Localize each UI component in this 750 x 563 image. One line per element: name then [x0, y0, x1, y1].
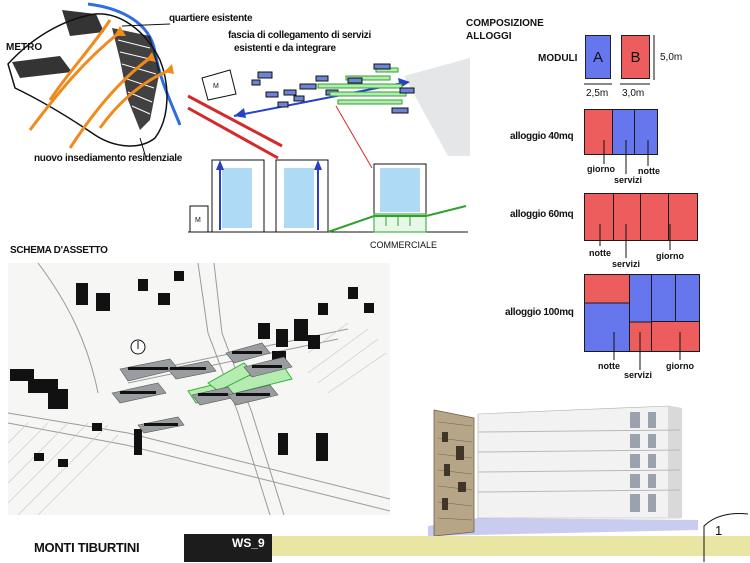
apartment-60-label: alloggio 60mq	[510, 209, 574, 220]
hatched-block	[12, 56, 72, 78]
apt100-room-3: giorno	[666, 361, 694, 371]
existing-district-label: quartiere esistente	[169, 13, 253, 24]
apt60-module	[614, 194, 642, 240]
apt40-room-1: giorno	[587, 164, 615, 174]
module-dimension-lines	[584, 35, 655, 85]
orange-arrow	[68, 56, 151, 149]
apt100-room-leaders	[613, 332, 681, 370]
concept-sketch	[7, 2, 182, 159]
width-b-dimension: 3,0m	[622, 88, 645, 99]
svg-text:M: M	[213, 83, 219, 90]
apt60-room-3: giorno	[656, 251, 684, 261]
site-plan-map	[8, 263, 390, 515]
workshop-code: WS_9	[232, 536, 265, 550]
orange-arrow	[98, 68, 171, 129]
apt100-module-mixed	[630, 275, 652, 351]
apartment-60-plan	[584, 193, 698, 241]
hatched-block	[112, 28, 160, 130]
module-b: B	[621, 35, 650, 79]
apt100-module-mixed	[585, 275, 631, 351]
page-number: 1	[715, 523, 723, 538]
apt40-room-2: servizi	[614, 175, 643, 185]
apt40-room-3: notte	[638, 166, 660, 176]
workshop-tab	[184, 534, 272, 562]
footer-band	[268, 536, 750, 556]
modules-label: MODULI	[538, 53, 578, 64]
apt100-room-2: servizi	[624, 370, 653, 380]
apartment-100-label: alloggio 100mq	[505, 307, 574, 318]
svg-text:M: M	[195, 217, 201, 224]
services-band-label-1: fascia di collegamento di servizi	[228, 30, 371, 41]
width-a-dimension: 2,5m	[586, 88, 609, 99]
page-number-frame	[703, 513, 749, 562]
metro-label: METRO	[6, 42, 43, 53]
apt40-module-a	[634, 110, 657, 154]
apt60-room-1: notte	[589, 248, 611, 258]
apt40-room-leaders	[603, 140, 649, 174]
apartment-100-plan	[584, 274, 700, 352]
apartment-40-label: alloggio 40mq	[510, 131, 574, 142]
apt100-module-mixed	[651, 275, 699, 351]
apartment-40-plan	[584, 109, 658, 155]
schematic-plan: M M	[187, 58, 470, 233]
site-plan-title: SCHEMA D'ASSETTO	[10, 245, 108, 256]
apt60-room-leaders	[599, 224, 671, 258]
orange-arrow	[48, 19, 112, 101]
housing-title-1: COMPOSIZIONE	[466, 18, 544, 29]
commercial-label: COMMERCIALE	[370, 240, 438, 250]
apt60-module	[668, 194, 698, 240]
new-settlement-label: nuovo insediamento residenziale	[34, 153, 182, 164]
apt40-module-b	[585, 110, 614, 154]
services-band-label-2: esistenti e da integrare	[234, 43, 336, 54]
module-a: A	[585, 35, 611, 79]
apt100-room-1: notte	[598, 361, 620, 371]
hatched-block	[62, 10, 104, 36]
apt60-module	[641, 194, 669, 240]
project-title: MONTI TIBURTINI	[34, 540, 140, 555]
building-render	[428, 405, 698, 537]
apt40-module-a	[613, 110, 635, 154]
orange-arrow	[28, 30, 121, 131]
apt60-room-2: servizi	[612, 259, 641, 269]
housing-title-2: ALLOGGI	[466, 31, 512, 42]
height-dimension: 5,0m	[660, 52, 683, 63]
